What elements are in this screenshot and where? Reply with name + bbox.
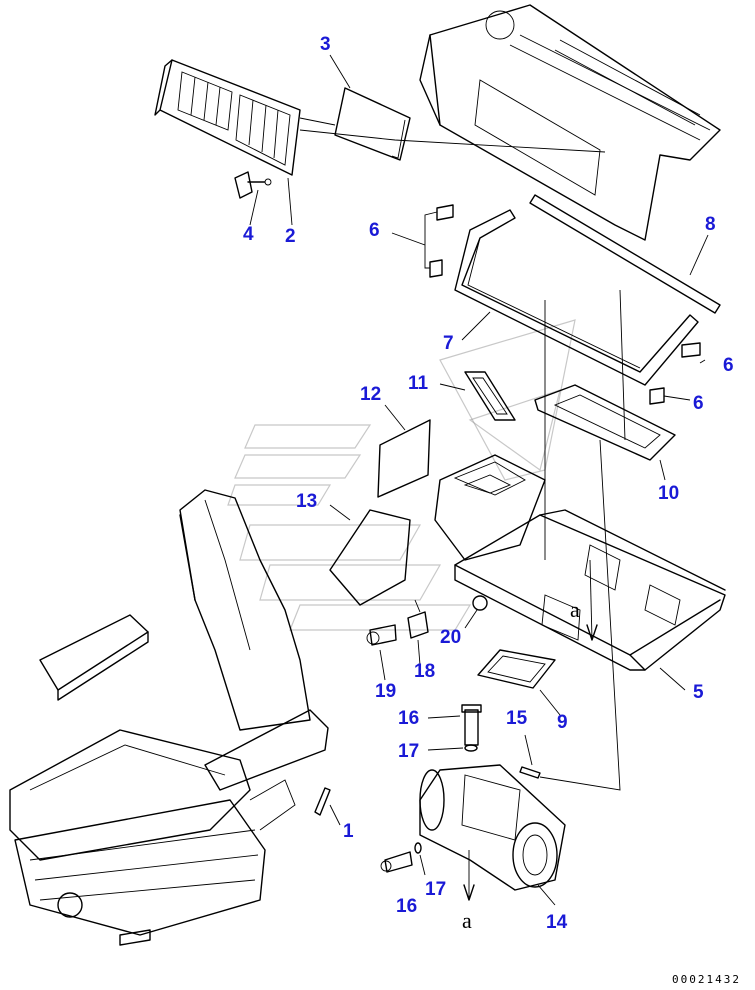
callout-2: 2 xyxy=(285,226,296,247)
callout-11: 11 xyxy=(408,373,429,394)
blower-unit-part-14 xyxy=(419,764,566,906)
bolt-part-16 xyxy=(380,704,482,873)
callout-17b: 17 xyxy=(425,879,446,900)
callout-7: 7 xyxy=(443,333,454,354)
callout-16a: 16 xyxy=(398,708,419,729)
reference-letter-upper: a xyxy=(570,597,580,622)
seal-frame-part-7 xyxy=(454,209,699,386)
seal-block-part-6 xyxy=(391,204,706,405)
seal-square-part-11 xyxy=(439,371,516,421)
drawing-number: 00021432 xyxy=(672,973,741,986)
callout-13: 13 xyxy=(296,491,317,512)
callout-17a: 17 xyxy=(398,741,419,762)
seal-ring-part-9 xyxy=(477,649,561,716)
callout-14: 14 xyxy=(546,912,568,933)
panel-part-13 xyxy=(329,504,411,606)
seal-strip-part-8 xyxy=(529,194,721,314)
callout-15: 15 xyxy=(506,708,528,729)
callout-6a: 6 xyxy=(369,220,380,241)
callout-6b: 6 xyxy=(723,355,734,376)
louver-grille-part-2 xyxy=(154,59,301,176)
callout-19: 19 xyxy=(375,681,396,702)
callout-5: 5 xyxy=(693,682,704,703)
callout-16b: 16 xyxy=(396,896,417,917)
callout-3: 3 xyxy=(320,34,331,55)
bolt-part-19 xyxy=(366,624,397,646)
callout-6c: 6 xyxy=(693,393,704,414)
washer-part-17 xyxy=(414,744,478,876)
seal-frame-part-10 xyxy=(534,384,676,481)
pad-part-12 xyxy=(377,404,431,498)
operator-seat xyxy=(9,489,329,946)
watermark-logo xyxy=(227,319,576,631)
filter-part-3 xyxy=(299,87,606,161)
duct-connector xyxy=(434,454,546,561)
callout-20: 20 xyxy=(440,627,461,648)
duct-tray-part-5 xyxy=(454,509,726,671)
sensor-part-18 xyxy=(407,599,429,639)
reference-letter-lower: a xyxy=(462,908,472,933)
top-cover xyxy=(419,4,721,241)
grommet-part-20 xyxy=(464,595,488,629)
reference-arrow-a xyxy=(463,289,626,901)
callout-12: 12 xyxy=(360,384,381,405)
callout-8: 8 xyxy=(705,214,716,235)
wing-bolt-part-4 xyxy=(234,171,272,199)
callout-9: 9 xyxy=(557,712,568,733)
callout-10: 10 xyxy=(658,483,679,504)
clip-part-15 xyxy=(519,734,541,779)
cable-tie-part-1 xyxy=(314,787,341,826)
callout-1: 1 xyxy=(343,821,354,842)
callout-18: 18 xyxy=(414,661,435,682)
leader-lines xyxy=(249,54,686,691)
callout-4: 4 xyxy=(243,224,254,245)
callout-labels: 1 2 3 4 5 6 6 6 7 8 9 10 11 12 13 14 15 … xyxy=(243,34,734,933)
